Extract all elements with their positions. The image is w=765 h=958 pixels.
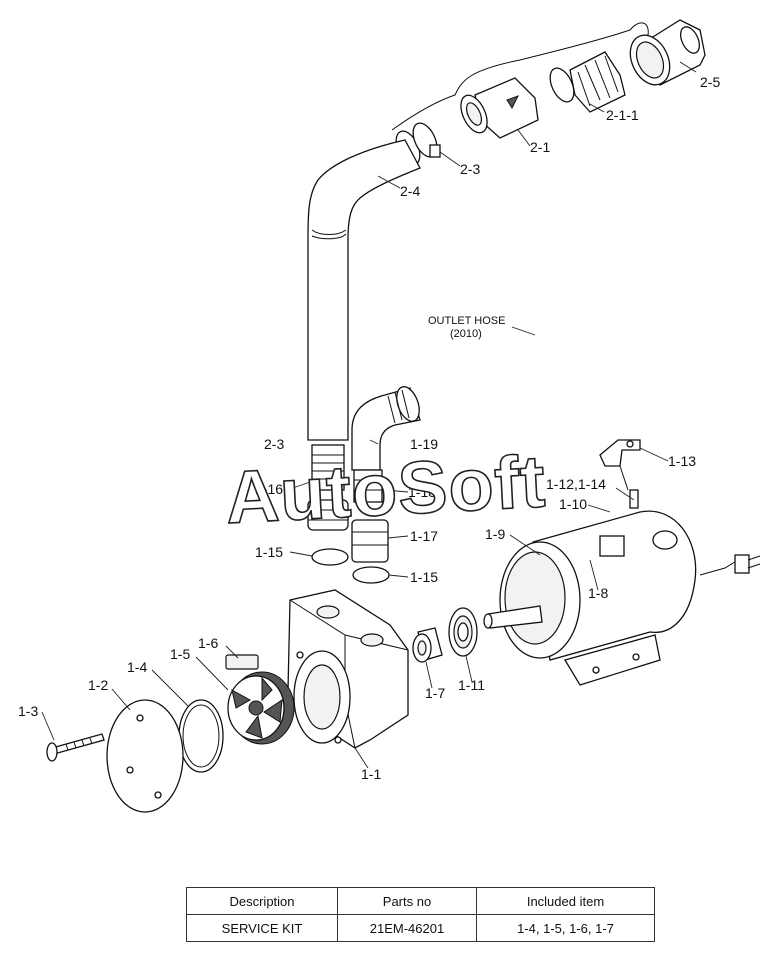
label-1-8: 1-8 <box>588 585 608 601</box>
label-2-1-1: 2-1-1 <box>606 107 639 123</box>
part-2-1-check-valve <box>460 77 539 139</box>
exploded-parts-diagram: OUTLET HOSE (2010) 2-5 2-1-1 2-1 2-3 2-4… <box>18 19 761 813</box>
part-2-1-1-strainer <box>549 51 626 113</box>
table-cell-included-item: 1-4, 1-5, 1-6, 1-7 <box>476 914 655 942</box>
table-header-row: Description Parts no Included item <box>186 887 655 915</box>
label-1-11: 1-11 <box>458 677 485 693</box>
label-1-1: 1-1 <box>361 766 381 782</box>
label-1-10: 1-10 <box>559 496 587 512</box>
label-1-16: 1-16 <box>255 481 283 497</box>
table-header-description: Description <box>186 887 338 915</box>
part-1-12-fitting <box>629 489 639 509</box>
label-2-1: 2-1 <box>530 139 550 155</box>
part-1-6-key <box>225 654 259 670</box>
part-1-3-screw <box>46 733 105 762</box>
part-1-4-oring-inner <box>182 704 220 768</box>
part-1-13-bracket <box>599 439 641 491</box>
cable-tie <box>391 22 649 131</box>
label-1-18: 1-18 <box>408 484 436 500</box>
part-1-5-impeller <box>227 671 295 745</box>
label-1-6: 1-6 <box>198 635 218 651</box>
label-1-4: 1-4 <box>127 659 147 675</box>
label-2-3-top: 2-3 <box>460 161 480 177</box>
label-1-7: 1-7 <box>425 685 445 701</box>
label-1-3: 1-3 <box>18 703 38 719</box>
label-1-9: 1-9 <box>485 526 505 542</box>
label-1-2: 1-2 <box>88 677 108 693</box>
label-1-15-a: 1-15 <box>255 544 283 560</box>
part-1-15-oring-b <box>352 566 390 584</box>
part-1-11-bearing <box>448 607 478 657</box>
label-1-19: 1-19 <box>410 436 438 452</box>
part-1-2-cover <box>106 699 184 813</box>
part-2-4-hose <box>307 139 421 441</box>
part-1-7-collar <box>412 627 443 663</box>
label-2-5: 2-5 <box>700 74 720 90</box>
watermark-text: AutoSoft <box>224 439 548 539</box>
part-1-8-motor <box>483 510 761 686</box>
label-1-5: 1-5 <box>170 646 190 662</box>
label-2-3-mid: 2-3 <box>264 436 284 452</box>
part-1-18-fitting <box>353 469 383 503</box>
part-1-4-oring <box>178 699 224 773</box>
table-cell-parts-no: 21EM-46201 <box>337 914 477 942</box>
leader-lines <box>41 61 697 769</box>
table-row: SERVICE KIT 21EM-46201 1-4, 1-5, 1-6, 1-… <box>186 914 655 942</box>
table-header-parts-no: Parts no <box>337 887 477 915</box>
service-kit-table: Description Parts no Included item SERVI… <box>186 887 655 942</box>
label-1-12-1-14: 1-12,1-14 <box>546 476 606 492</box>
table-cell-description: SERVICE KIT <box>186 914 338 942</box>
part-1-19-elbow <box>351 386 421 471</box>
part-1-1-pump-body <box>287 589 409 749</box>
label-1-13: 1-13 <box>668 453 696 469</box>
outlet-hose-label: OUTLET HOSE <box>428 315 505 327</box>
label-1-15-b: 1-15 <box>410 569 438 585</box>
part-1-16-fitting <box>307 444 349 531</box>
part-1-15-oring-a <box>311 548 349 566</box>
table-header-included-item: Included item <box>476 887 655 915</box>
label-2-4: 2-4 <box>400 183 420 199</box>
part-1-17-nipple <box>351 519 389 563</box>
part-2-5-strainer-housing <box>629 19 706 86</box>
label-1-17: 1-17 <box>410 528 438 544</box>
outlet-hose-number: (2010) <box>450 328 482 340</box>
